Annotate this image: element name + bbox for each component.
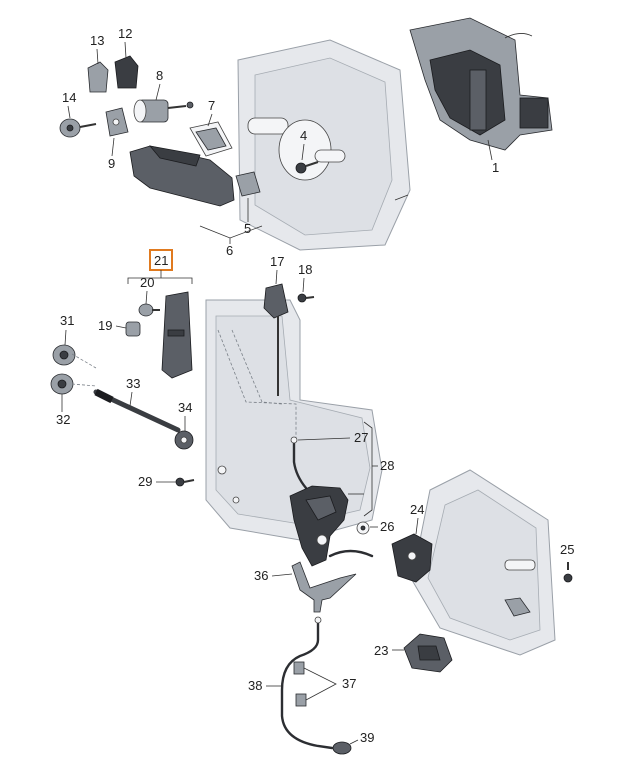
callout-37: 37 <box>342 676 356 691</box>
cable-clip-37a <box>293 661 305 675</box>
central-door-lock <box>289 485 374 567</box>
lower-lock-24 <box>391 533 433 583</box>
upper-callouts: 1 4 5 6 7 8 9 12 13 14 <box>62 26 499 258</box>
callout-1: 1 <box>492 160 499 175</box>
callout-17: 17 <box>270 254 284 269</box>
callout-7: 7 <box>208 98 215 113</box>
callout-25: 25 <box>560 542 574 557</box>
cable-38 <box>280 616 334 750</box>
callout-31: 31 <box>60 313 74 328</box>
inner-trim-17 <box>263 283 289 396</box>
inner-door-handle <box>161 291 193 379</box>
escutcheon-31 <box>52 344 76 366</box>
right-side-panel <box>411 469 556 656</box>
upper-lock-mechanism <box>409 17 553 151</box>
cable-clip-37b <box>295 693 307 707</box>
bearing-34 <box>174 430 194 450</box>
upper-door-panel <box>237 39 411 251</box>
actuating-rod-33 <box>93 388 181 433</box>
lock-cylinder <box>133 99 194 123</box>
callout-4: 4 <box>300 128 307 143</box>
callout-23: 23 <box>374 643 388 658</box>
callout-34: 34 <box>178 400 192 415</box>
cover-cap-12 <box>114 55 139 89</box>
callout-28: 28 <box>380 458 394 473</box>
callout-21: 21 <box>154 253 168 268</box>
callout-13: 13 <box>90 33 104 48</box>
callout-8: 8 <box>156 68 163 83</box>
callout-24: 24 <box>410 502 424 517</box>
callout-12: 12 <box>118 26 132 41</box>
callout-27: 27 <box>354 430 368 445</box>
escutcheon-32 <box>50 373 74 395</box>
cable-27 <box>290 436 308 490</box>
callout-33: 33 <box>126 376 140 391</box>
callout-5: 5 <box>244 221 251 236</box>
grommet-19 <box>125 321 141 337</box>
callout-39: 39 <box>360 730 374 745</box>
screw-18 <box>297 293 315 303</box>
callout-29: 29 <box>138 474 152 489</box>
bolt-14 <box>59 118 97 138</box>
clip-20 <box>138 303 160 317</box>
clip-26 <box>356 521 370 535</box>
screw-29 <box>175 477 195 487</box>
handle-seal-7 <box>189 121 233 157</box>
callout-36: 36 <box>254 568 268 583</box>
callout-32: 32 <box>56 412 70 427</box>
screw-25 <box>563 562 573 583</box>
lower-door-panel <box>205 299 383 541</box>
striker-23 <box>403 633 453 673</box>
callout-14: 14 <box>62 90 76 105</box>
screw-4 <box>295 160 319 174</box>
cable-end-39 <box>332 741 352 755</box>
callout-18: 18 <box>298 262 312 277</box>
bracket-9 <box>105 107 129 137</box>
lower-callouts: 17 18 19 20 21 23 24 25 26 27 28 29 31 3… <box>56 249 574 745</box>
callout-19: 19 <box>98 318 112 333</box>
callout-26: 26 <box>380 519 394 534</box>
cover-cap-13 <box>87 61 109 93</box>
callout-6: 6 <box>226 243 233 258</box>
callout-38: 38 <box>248 678 262 693</box>
callout-9: 9 <box>108 156 115 171</box>
callout-20: 20 <box>140 275 154 290</box>
cable-bracket-36 <box>291 561 357 613</box>
trim-5 <box>235 171 261 197</box>
outer-door-handle <box>129 145 235 207</box>
